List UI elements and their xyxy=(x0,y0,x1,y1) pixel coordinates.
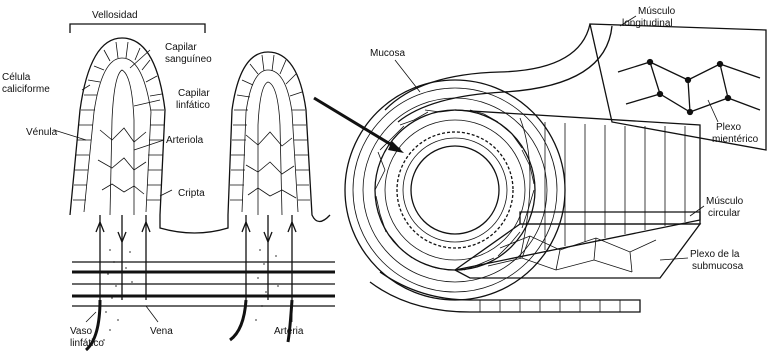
label-mucosa: Mucosa xyxy=(370,48,405,59)
label-cripta: Cripta xyxy=(178,188,205,199)
mucosa-arrow xyxy=(314,98,400,150)
mucosa-ring xyxy=(397,132,513,248)
longitudinal-muscle-band xyxy=(385,24,590,110)
villus-left-outline xyxy=(70,38,165,215)
submucosal-vessels xyxy=(72,262,335,306)
label-celula-caliciforme: Célula xyxy=(2,72,31,83)
myenteric-plexus-network xyxy=(618,60,760,115)
label-musculo-longitudinal-2: longitudinal xyxy=(622,18,673,29)
label-capilar-linfatico: Capilar xyxy=(178,88,210,99)
villus-right-outline xyxy=(228,52,330,222)
label-vena: Vena xyxy=(150,326,173,337)
label-musculo-circular-2: circular xyxy=(708,208,741,219)
label-vaso-linfatico: Vaso xyxy=(70,326,92,337)
villus-bracket xyxy=(70,24,205,33)
label-capilar-sanguineo-2: sanguíneo xyxy=(165,54,212,65)
submucosal-plexus-block xyxy=(455,224,700,278)
label-capilar-linfatico-2: linfático xyxy=(176,100,210,111)
villus-vessels xyxy=(96,215,296,300)
crypt-outline xyxy=(160,215,228,233)
label-venula: Vénula xyxy=(26,127,58,138)
villi-panel xyxy=(70,24,335,350)
vessel-arcs xyxy=(86,300,292,350)
label-musculo-circular: Músculo xyxy=(706,196,744,207)
lumen xyxy=(411,146,499,234)
label-celula-caliciforme-2: caliciforme xyxy=(2,84,50,95)
villus-right-inner xyxy=(242,70,298,212)
intestine-cylinder xyxy=(455,110,700,270)
label-musculo-longitudinal: Músculo xyxy=(638,6,676,17)
submucosa-hatch xyxy=(375,110,534,270)
cylinder-texture xyxy=(545,122,685,250)
label-arteriola: Arteriola xyxy=(166,135,204,146)
villus-left-capillaries xyxy=(98,70,146,215)
villus-right-capillaries xyxy=(246,82,296,215)
label-plexo-submucosa-2: submucosa xyxy=(692,261,744,272)
label-plexo-mienterico-2: mientérico xyxy=(712,134,759,145)
submucosal-plexus-network xyxy=(488,236,656,272)
circular-muscle-band xyxy=(520,212,700,224)
label-arteria: Arteria xyxy=(274,326,304,337)
label-plexo-submucosa: Plexo de la xyxy=(690,249,740,260)
label-plexo-mienterico: Plexo xyxy=(716,122,741,133)
label-vellosidad: Vellosidad xyxy=(92,10,138,21)
label-vaso-linfatico-2: linfático xyxy=(70,338,104,349)
label-capilar-sanguineo: Capilar xyxy=(165,42,197,53)
wall-outer-ring xyxy=(345,80,565,300)
